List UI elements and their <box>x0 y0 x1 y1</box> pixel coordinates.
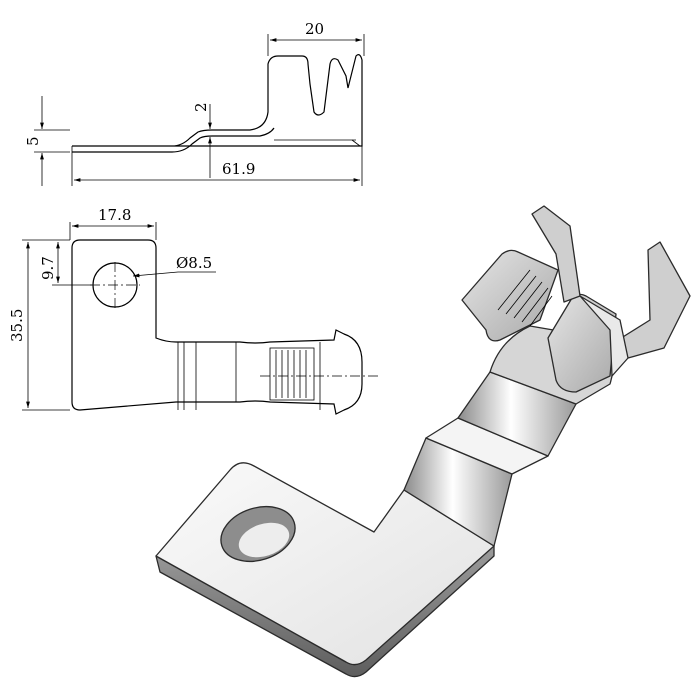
top-outline <box>71 239 363 415</box>
side-view: 20 61.9 5 2 <box>24 20 365 186</box>
isometric-view <box>155 205 691 678</box>
dim-thickness: 2 <box>192 102 210 112</box>
dim-offset-height: 5 <box>24 136 42 146</box>
dim-total-length: 61.9 <box>222 160 255 178</box>
dim-hole-diameter: Ø8.5 <box>176 254 212 272</box>
dim-tab-width: 17.8 <box>98 206 131 224</box>
top-view: 17.8 35.5 9.7 Ø8.5 <box>8 206 378 415</box>
dim-overall-height: 35.5 <box>8 309 26 342</box>
side-profile-upper <box>72 54 363 147</box>
crimp-wing-rear <box>461 249 559 342</box>
insulation-tab-right <box>617 241 691 359</box>
side-profile-lower <box>72 127 275 153</box>
dim-crimp-width: 20 <box>305 20 324 38</box>
dim-hole-center: 9.7 <box>39 256 57 280</box>
crimp-wing-front <box>547 293 617 393</box>
